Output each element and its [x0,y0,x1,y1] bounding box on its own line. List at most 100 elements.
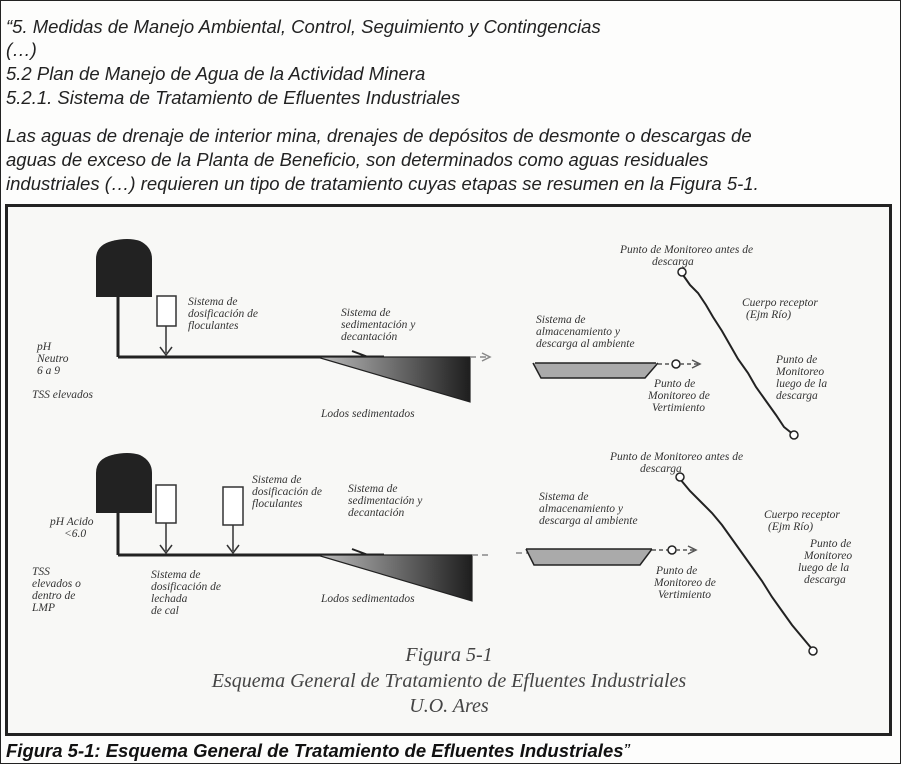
monitor-discharge-label: Punto de [655,565,697,577]
diagram-label: dosificación de [151,581,221,593]
dosing-label: Sistema de [252,474,302,486]
monitor-after-point-icon [789,430,799,440]
monitor-after-point-icon [808,646,818,656]
river-line [682,274,795,436]
diagram-label: decantación [348,507,404,519]
diagram-label: Monitoreo [775,366,824,378]
diagram-label: descarga [776,390,818,402]
diagram-label: almacenamiento y [539,503,624,515]
diagram-label: descarga [652,256,694,268]
monitor-before-point-icon [677,267,687,277]
storage-label: Sistema de [536,314,586,326]
figure-caption-unit: U.O. Ares [409,695,489,717]
diagram-label: dosificación de [252,486,322,498]
diagram-label: dentro de [32,590,75,602]
diagram-label: sedimentación y [348,495,423,507]
subsection-heading: 5.2 Plan de Manejo de Agua de la Activid… [6,63,426,84]
monitor-before-label: Punto de Monitoreo antes de [609,451,743,463]
closing-quote: ” [623,740,630,761]
monitor-before-point-icon [675,472,685,482]
diagram-label: luego de la [776,378,827,390]
svg-text:Cuerpo receptor(Ejm Río): Cuerpo receptor(Ejm Río) [742,297,818,321]
section-heading: “5. Medidas de Manejo Ambiental, Control… [6,16,601,37]
ellipsis: (…) [6,39,37,60]
lime-dosing-label: Sistema de [151,569,201,581]
svg-text:Cuerpo receptor(Ejm Río): Cuerpo receptor(Ejm Río) [764,509,840,533]
diagram-label: de cal [151,605,179,617]
paragraph-line: industriales (…) requieren un tipo de tr… [6,173,759,194]
diagram-label: 6 a 9 [37,365,60,377]
diagram-label: luego de la [798,562,849,574]
storage-pond-icon [532,362,659,379]
paragraph-line: Las aguas de drenaje de interior mina, d… [6,125,752,146]
diagram-label: descarga al ambiente [536,338,635,350]
sedimentation-tank-icon [316,356,471,403]
sedimentation-label: Sistema de [348,483,398,495]
diagram-label: descarga [804,574,846,586]
receptor-label: Cuerpo receptor [742,297,818,309]
mine-tank-icon [96,239,152,297]
vertimiento-point-icon [667,545,677,555]
ph-label: pH [36,341,52,353]
document-figure-caption: Figura 5-1: Esquema General de Tratamien… [6,740,630,762]
dosing-label: Sistema de [188,296,238,308]
diagram-label: Monitoreo de [647,390,710,402]
body-paragraph: Las aguas de drenaje de interior mina, d… [6,124,892,196]
diagram-label: Vertimiento [658,589,711,601]
tss-label: TSS [32,566,50,578]
diagram-label: descarga al ambiente [539,515,638,527]
diagram-label: Vertimiento [652,402,705,414]
diagram-label: elevados o [32,578,81,590]
diagram-label: Monitoreo [803,550,852,562]
diagram-label: floculantes [252,498,303,510]
diagram-label: Neutro [36,353,69,365]
subsubsection-heading: 5.2.1. Sistema de Tratamiento de Efluent… [6,87,461,108]
diagram-label: (Ejm Río) [768,521,813,533]
diagram-label: LMP [31,602,55,614]
diagram-label: lechada [151,593,188,605]
sedimentation-tank-icon [316,554,473,602]
diagram-label: dosificación de [188,308,258,320]
river-line [679,478,813,650]
diagram-label: almacenamiento y [536,326,621,338]
receptor-label: Cuerpo receptor [764,509,840,521]
lime-tank-icon [155,484,177,524]
diagram-label: <6.0 [64,528,86,540]
sedimentation-label: Sistema de [341,307,391,319]
diagram-label: decantación [341,331,397,343]
diagram-label: (Ejm Río) [746,309,791,321]
caption-text: Figura 5-1: Esquema General de Tratamien… [6,740,624,761]
storage-pond-icon [525,548,653,566]
flocculant-tank-icon [222,486,244,526]
diagram-label: sedimentación y [341,319,416,331]
monitor-after-label: Punto de [775,354,817,366]
ph-label: pH Acido [49,516,94,528]
paragraph-line: aguas de exceso de la Planta de Benefici… [6,149,709,170]
mine-tank-icon [96,453,152,513]
sludge-label: Lodos sedimentados [320,593,415,605]
tss-label: TSS elevados [32,389,94,401]
figure-caption-description: Esquema General de Tratamiento de Efluen… [211,670,687,692]
figure-caption-title: Figura 5-1 [404,644,492,666]
monitor-before-label: Punto de Monitoreo antes de [619,244,753,256]
sludge-label: Lodos sedimentados [320,408,415,420]
